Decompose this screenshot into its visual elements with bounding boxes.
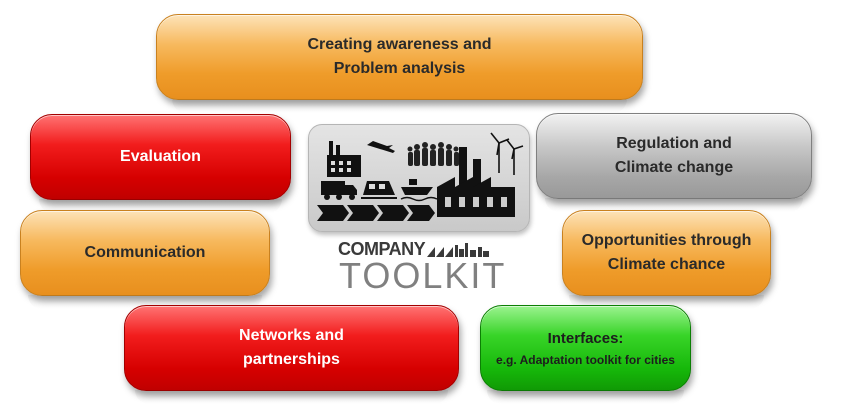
creating-awareness-box: Creating awareness and Problem analysis — [156, 14, 643, 113]
interfaces-line2: e.g. Adaptation toolkit for cities — [496, 353, 675, 367]
regulation-line1: Regulation and — [616, 135, 732, 152]
regulation-line2: Climate change — [614, 159, 734, 176]
communication-box: Communication — [20, 210, 270, 309]
evaluation-label: Evaluation — [120, 148, 201, 165]
logo-company-text: COMPANY — [338, 239, 426, 259]
train-icon — [361, 181, 397, 199]
ship-icon — [400, 179, 438, 202]
networks-partnerships-box: Networks and partnerships — [124, 305, 459, 404]
wind-turbine-icon — [490, 132, 524, 175]
industry-pictogram-panel — [308, 124, 530, 232]
industry-pictogram — [317, 132, 524, 221]
regulation-box: Regulation and Climate change — [536, 113, 812, 212]
skyline-icon — [427, 243, 490, 257]
crowd-icon — [407, 142, 459, 166]
opportunities-box: Opportunities through Climate chance — [562, 210, 771, 309]
truck-icon — [321, 181, 357, 200]
evaluation-box: Evaluation — [30, 114, 291, 213]
interfaces-line1: Interfaces: — [547, 330, 624, 347]
factory-large-icon — [437, 147, 515, 217]
logo-toolkit-text: TOOLKIT — [339, 255, 507, 296]
chevron-arrow-icon — [317, 205, 435, 221]
networks-line2: partnerships — [243, 351, 340, 368]
company-logo: COMPANY — [338, 237, 490, 259]
interfaces-box: Interfaces: e.g. Adaptation toolkit for … — [480, 305, 691, 404]
airplane-icon — [367, 141, 395, 153]
communication-label: Communication — [84, 244, 206, 261]
creating-awareness-line1: Creating awareness and — [307, 36, 492, 53]
networks-line1: Networks and — [239, 327, 344, 344]
opportunities-line2: Climate chance — [607, 256, 726, 273]
factory-small-icon — [327, 141, 361, 177]
creating-awareness-line2: Problem analysis — [333, 60, 466, 77]
opportunities-line1: Opportunities through — [581, 232, 752, 249]
